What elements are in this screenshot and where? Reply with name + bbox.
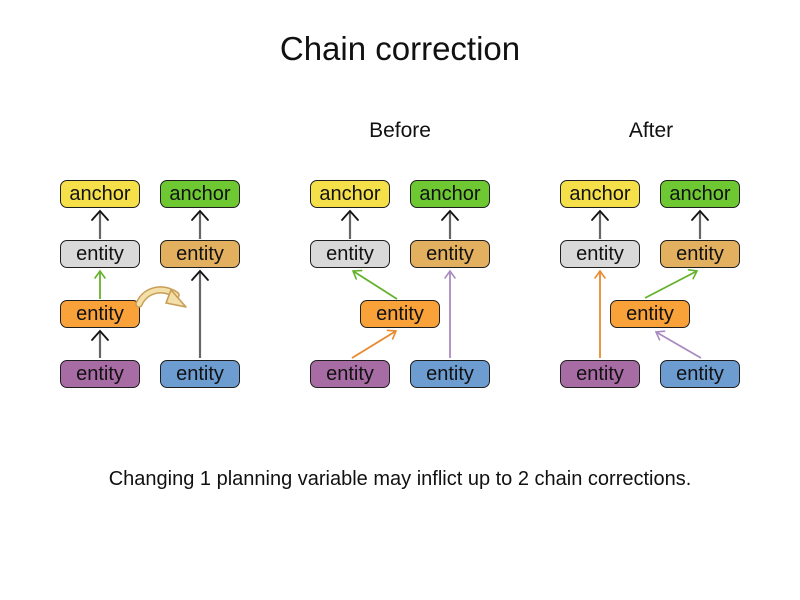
entity-box-initial-orange: entity bbox=[60, 300, 140, 328]
caption-text: Changing 1 planning variable may inflict… bbox=[108, 468, 692, 490]
entity-box-initial-gray: entity bbox=[60, 240, 140, 268]
arrow-orange-8 bbox=[351, 329, 398, 359]
anchor-box-before-green: anchor bbox=[410, 180, 490, 208]
entity-box-before-gray: entity bbox=[310, 240, 390, 268]
arrow-green-7 bbox=[351, 269, 398, 300]
entity-box-after-gray: entity bbox=[560, 240, 640, 268]
entity-box-before-tan: entity bbox=[410, 240, 490, 268]
before-label: Before bbox=[369, 119, 431, 142]
anchor-box-after-yellow: anchor bbox=[560, 180, 640, 208]
entity-box-before-blue: entity bbox=[410, 360, 490, 388]
entity-box-after-blue: entity bbox=[660, 360, 740, 388]
after-label: After bbox=[628, 119, 674, 142]
entity-box-after-tan: entity bbox=[660, 240, 740, 268]
arrow-purple-14 bbox=[654, 330, 702, 359]
entity-box-after-purple: entity bbox=[560, 360, 640, 388]
arrow-green-13 bbox=[644, 268, 699, 299]
page-title: Chain correction bbox=[279, 30, 521, 67]
anchor-box-after-green: anchor bbox=[660, 180, 740, 208]
anchor-box-initial-yellow: anchor bbox=[60, 180, 140, 208]
entity-box-after-orange: entity bbox=[610, 300, 690, 328]
entity-box-before-purple: entity bbox=[310, 360, 390, 388]
anchor-box-initial-green: anchor bbox=[160, 180, 240, 208]
entity-box-initial-blue: entity bbox=[160, 360, 240, 388]
entity-box-initial-tan: entity bbox=[160, 240, 240, 268]
anchor-box-before-yellow: anchor bbox=[310, 180, 390, 208]
chain-edges bbox=[91, 209, 709, 359]
entity-box-initial-purple: entity bbox=[60, 360, 140, 388]
entity-box-before-orange: entity bbox=[360, 300, 440, 328]
